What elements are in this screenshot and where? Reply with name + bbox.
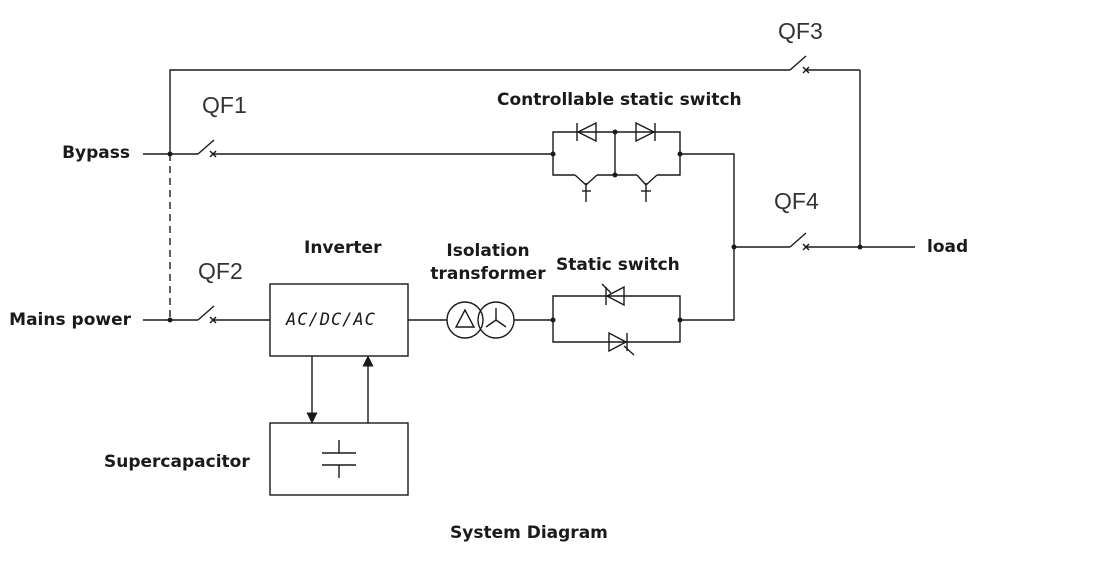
qf3-switch-icon (789, 55, 810, 74)
mains-power-label: Mains power (9, 310, 131, 330)
inverter-box-text: AC/DC/AC (286, 310, 376, 330)
static-switch-icon (552, 283, 681, 356)
qf3-line (169, 69, 861, 247)
qf4-label: QF4 (774, 188, 819, 214)
static-switch-label: Static switch (556, 255, 680, 275)
qf3-label: QF3 (778, 18, 823, 44)
capacitor-icon (322, 440, 356, 478)
qf4-switch-icon (789, 232, 810, 251)
supercapacitor-label: Supercapacitor (104, 452, 250, 472)
transformer-icon (446, 301, 515, 339)
isolation-transformer-label-line2: transformer (430, 264, 546, 284)
supercapacitor-box (269, 422, 409, 496)
inverter-label: Inverter (304, 238, 382, 258)
qf1-label: QF1 (202, 92, 247, 118)
qf2-label: QF2 (198, 258, 243, 284)
isolation-transformer-label-line1: Isolation (446, 241, 530, 261)
controllable-static-switch-label: Controllable static switch (497, 90, 742, 110)
controllable-static-switch-icon (552, 121, 681, 202)
diagram-caption: System Diagram (450, 523, 608, 543)
junction-dots (167, 129, 863, 323)
qf1-switch-icon (197, 139, 217, 158)
bypass-label: Bypass (62, 143, 130, 163)
load-label: load (927, 237, 969, 257)
qf2-switch-icon (197, 305, 217, 324)
